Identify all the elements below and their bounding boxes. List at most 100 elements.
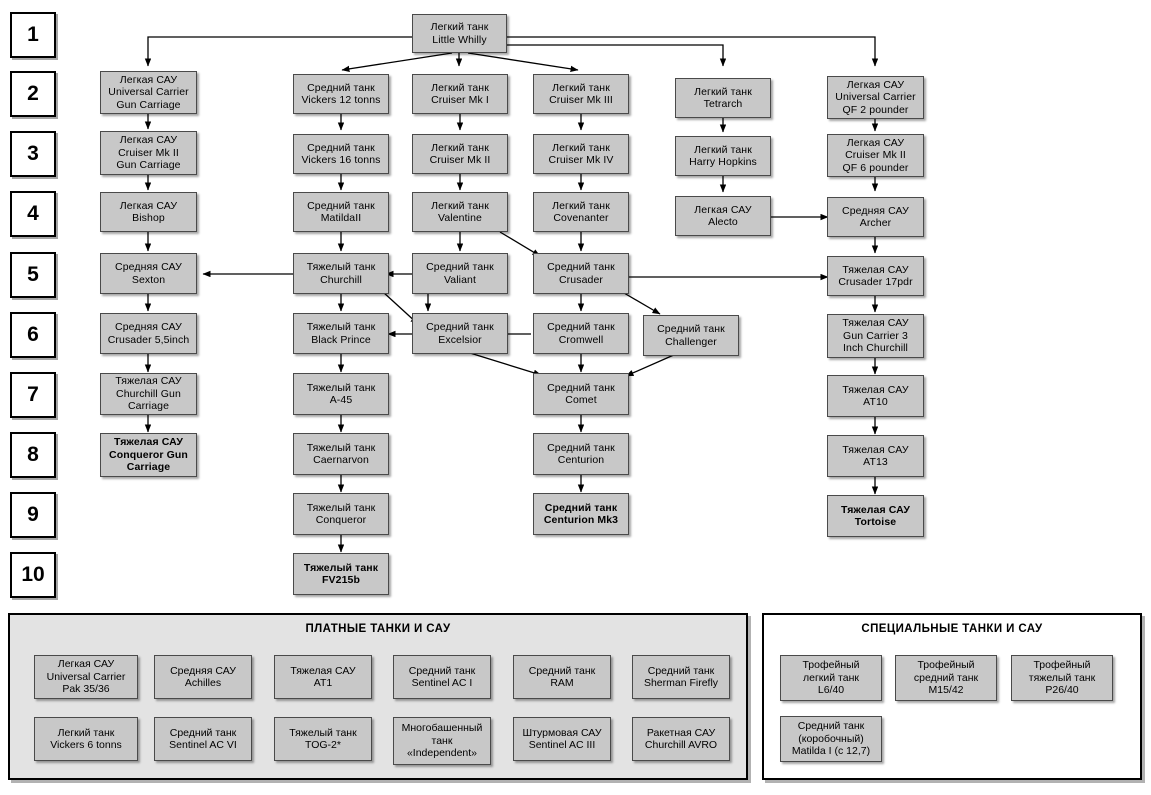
node-line-1: Cruiser Mk IV — [548, 154, 614, 166]
node-line-1: Covenanter — [553, 212, 609, 224]
node-line-0: Легкий танк — [430, 21, 489, 33]
node-line-1: Cromwell — [558, 333, 604, 346]
node-line-1: Valentine — [438, 212, 482, 224]
premium-panel-title: ПЛАТНЫЕ ТАНКИ И САУ — [305, 623, 451, 635]
panel-item-line-1: легкий танк — [803, 671, 859, 684]
node-line-1: Comet — [565, 394, 597, 406]
node-line-1: Sexton — [131, 273, 166, 286]
node-line-0: Тяжелая САУ — [842, 443, 909, 456]
node-line-1: Universal Carrier — [835, 91, 916, 104]
node-line-1: Harry Hopkins — [689, 156, 757, 168]
panel-item-line-1: Sentinel AC VI — [169, 739, 237, 751]
node-line-0: Средний танк — [307, 199, 375, 212]
node-line-0: Тяжелый танк — [306, 501, 376, 514]
tier-label-9: 9 — [10, 492, 56, 538]
panel-item-line-0: Штурмовая САУ — [522, 726, 602, 739]
node-line-1: Cruiser Mk II — [429, 154, 491, 166]
node-line-1: AT13 — [863, 456, 888, 468]
node-line-1: Little Whilly — [432, 33, 487, 46]
node-line-0: Средний танк — [307, 81, 375, 94]
node-line-0: Тяжелый танк — [306, 441, 376, 454]
node-line-2: QF 2 pounder — [842, 103, 909, 116]
node-line-0: Тяжелая САУ — [113, 436, 184, 449]
node-line-0: Тяжелый танк — [306, 261, 376, 273]
node-line-0: Средний танк — [547, 441, 615, 454]
panel-item-line-1: Sentinel AC III — [528, 739, 596, 751]
panel-item-line-1: Churchill AVRO — [644, 739, 718, 751]
special-item-3[interactable]: Средний танк(коробочный)Matilda I (c 12,… — [780, 716, 882, 762]
node-line-1: Caernarvon — [313, 454, 369, 466]
panel-item-line-1: Sentinel AC I — [411, 677, 473, 689]
node-line-1: Churchill — [320, 273, 362, 286]
node-line-0: Легкий танк — [431, 141, 489, 154]
node-line-1: Tetrarch — [703, 98, 743, 110]
node-line-0: Легкий танк — [694, 85, 752, 98]
node-line-1: Cruiser Mk I — [431, 94, 489, 106]
panel-item-line-0: Средний танк — [647, 664, 715, 677]
panel-item-line-1: танк — [431, 734, 453, 747]
node-line-0: Легкий танк — [552, 81, 610, 94]
tier-label-5: 5 — [10, 252, 56, 298]
panel-item-line-0: Тяжелая САУ — [290, 664, 356, 677]
panel-item-line-0: Легкий танк — [57, 726, 115, 739]
node-line-2: Gun Carriage — [116, 98, 181, 111]
